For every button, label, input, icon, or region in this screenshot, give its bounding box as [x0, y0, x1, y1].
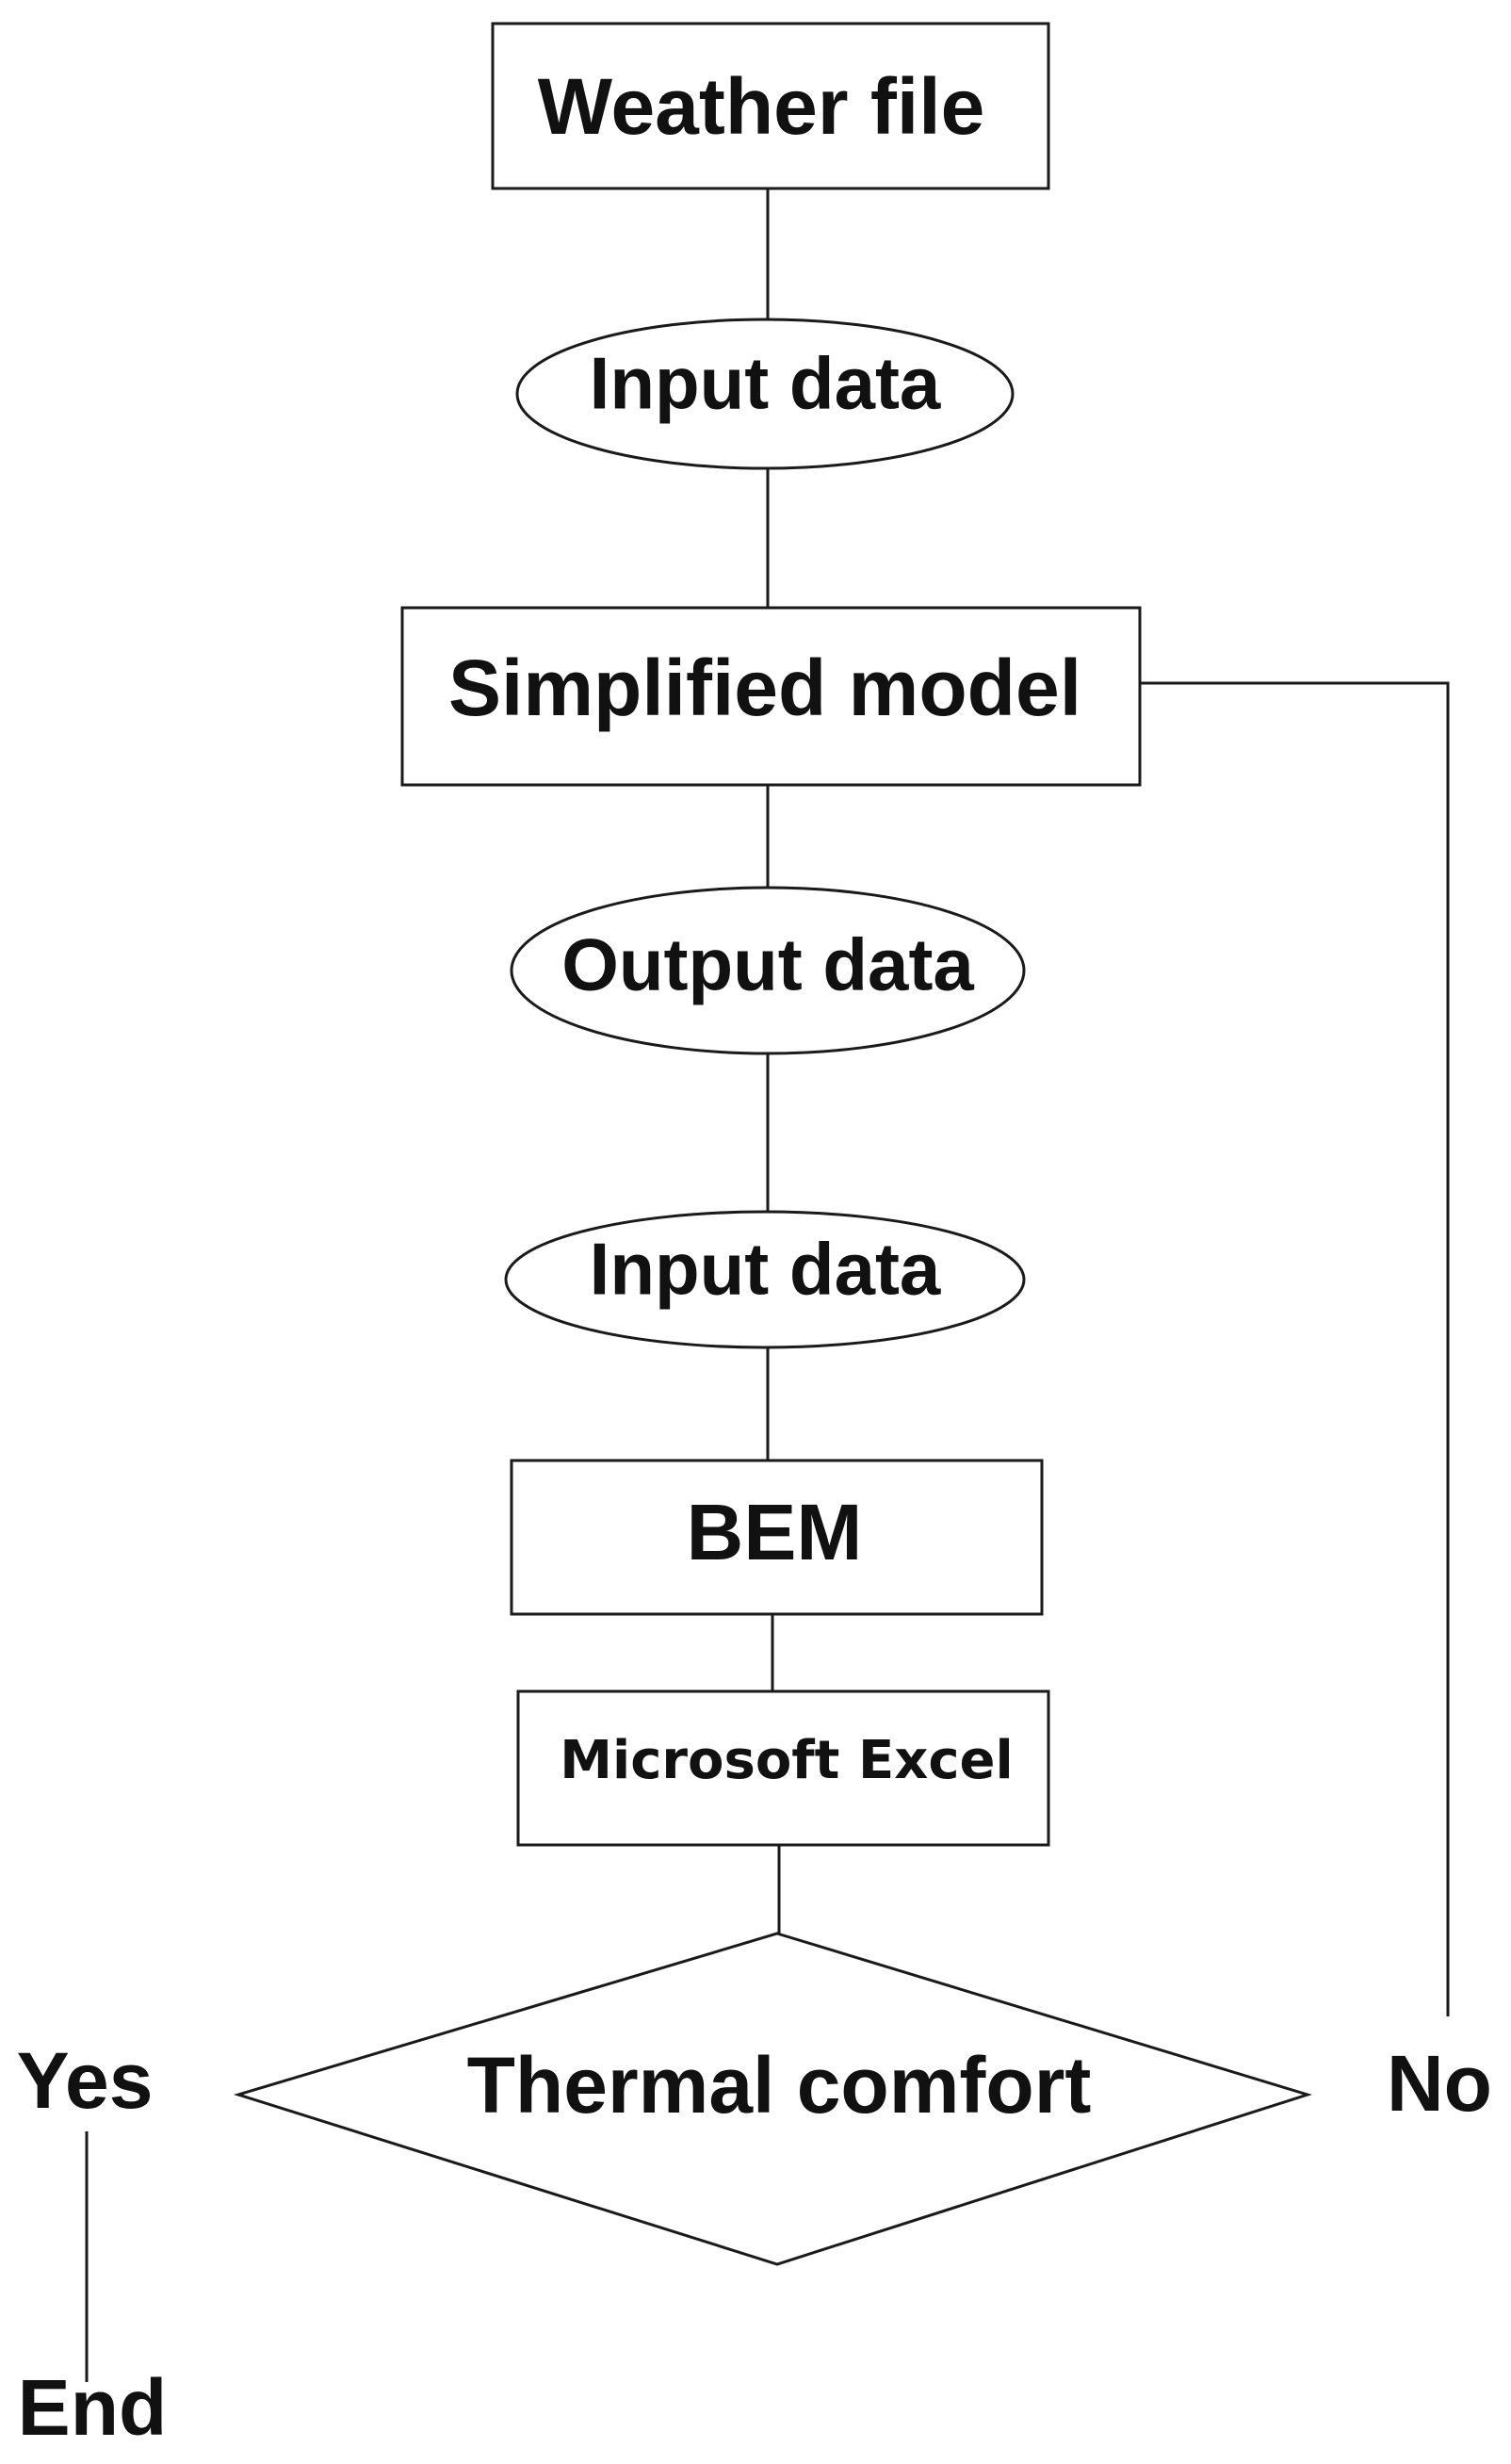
bem-label: BEM	[687, 1488, 863, 1576]
node-output-data: Output data	[510, 886, 1026, 1055]
no-branch-label: No	[1387, 2039, 1492, 2128]
connectors	[85, 188, 1450, 2382]
yes-branch-label: Yes	[17, 2036, 154, 2125]
microsoft-excel-label: Microsoft Excel	[560, 1730, 1013, 1791]
node-input-data-2: Input data	[504, 1210, 1026, 1349]
output-data-label: Output data	[561, 923, 974, 1006]
thermal-comfort-label: Thermal comfort	[467, 2041, 1092, 2129]
simplified-model-label: Simplified model	[448, 644, 1081, 732]
end-label: End	[18, 2363, 168, 2452]
input-data-2-label: Input data	[590, 1228, 941, 1311]
node-simplified-model: Simplified model	[400, 606, 1142, 787]
node-thermal-comfort: Thermal comfort	[233, 1932, 1313, 2266]
node-input-data-1: Input data	[515, 318, 1015, 470]
edge-no-loop-to-simplified	[1140, 681, 1450, 2016]
input-data-1-label: Input data	[590, 342, 941, 425]
node-microsoft-excel: Microsoft Excel	[516, 1689, 1050, 1847]
weather-file-label: Weather file	[538, 62, 985, 151]
node-weather-file: Weather file	[491, 22, 1050, 190]
node-bem: BEM	[510, 1459, 1044, 1616]
